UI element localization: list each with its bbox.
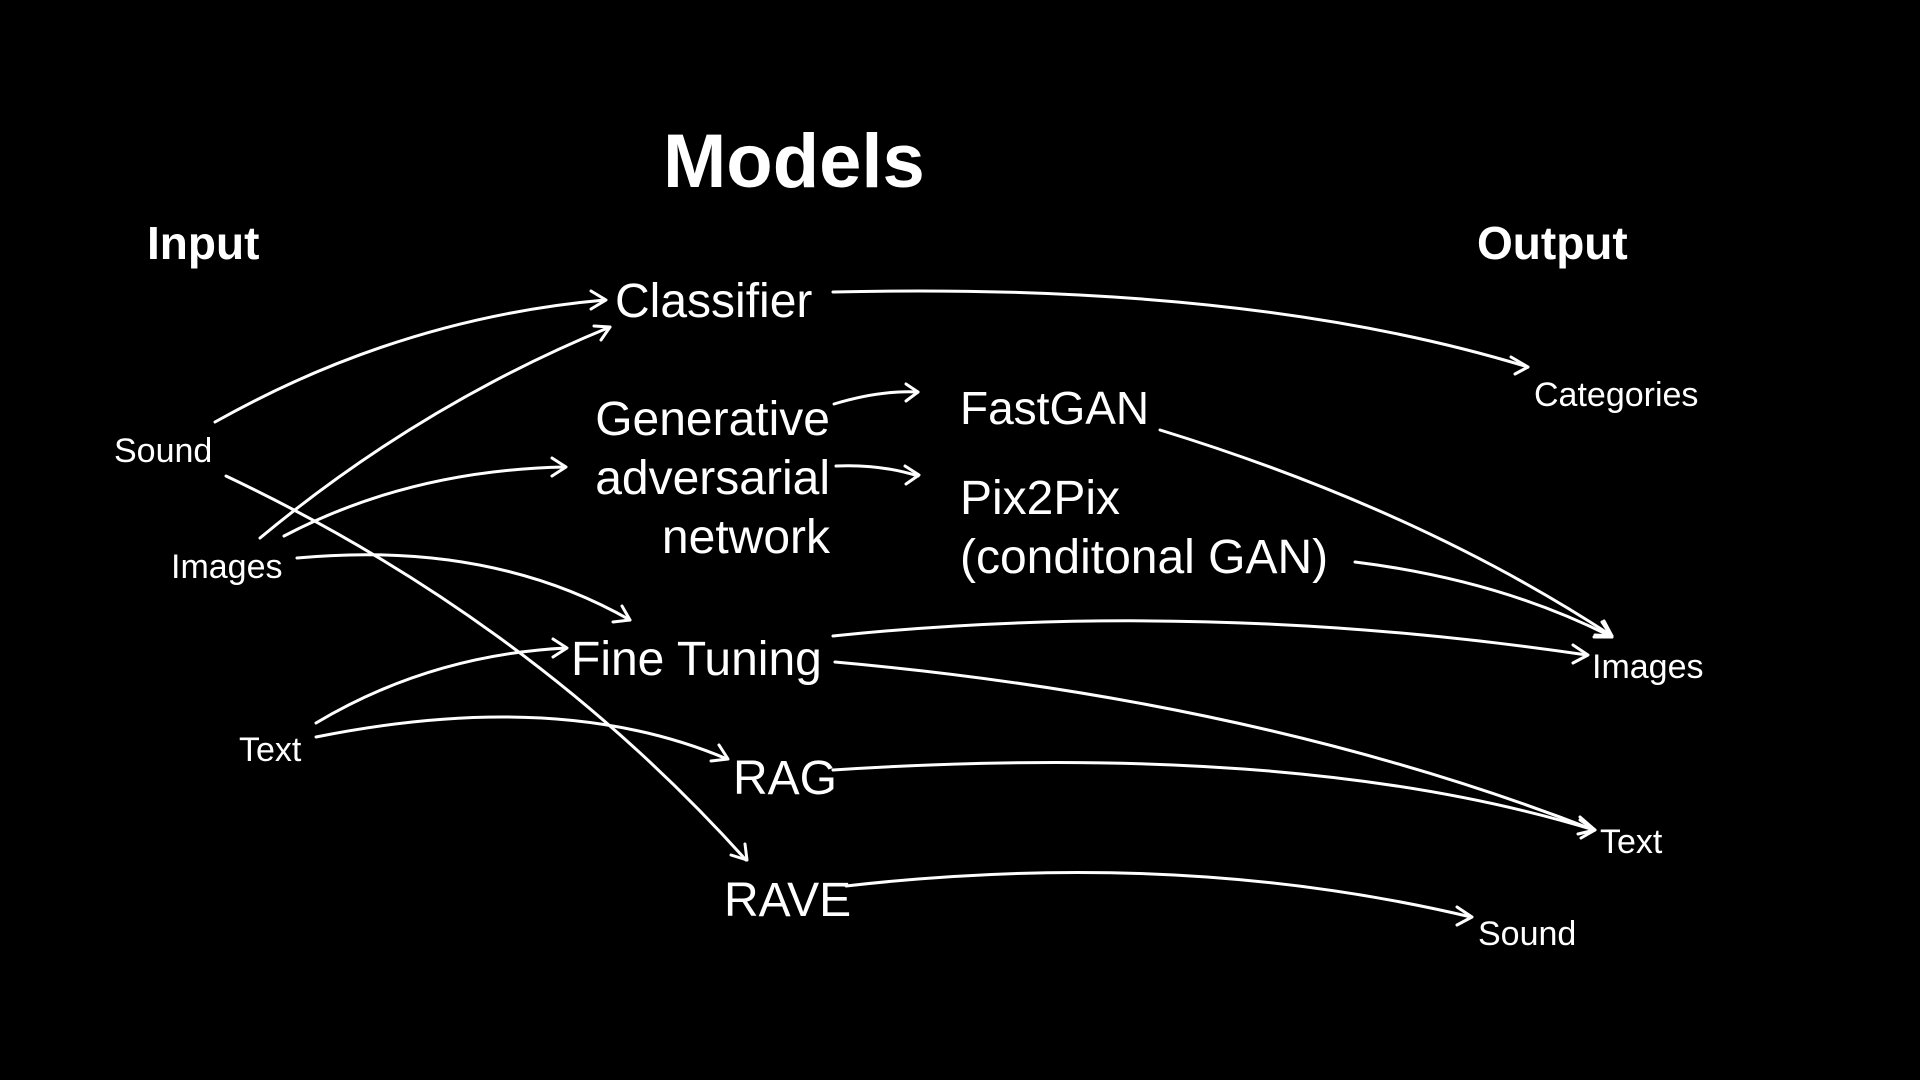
- arrow-fine-tuning-to-images: [831, 619, 1589, 657]
- model-rag: RAG: [733, 752, 838, 805]
- arrowhead-classifier-to-categories: [1509, 355, 1530, 376]
- input-images: Images: [171, 548, 283, 586]
- arrowhead-images-to-fine-tuning: [611, 604, 632, 624]
- output-images: Images: [1592, 648, 1704, 686]
- model-fine-tuning: Fine Tuning: [571, 633, 822, 686]
- arrow-fastgan-to-images: [1158, 428, 1614, 638]
- arrow-fine-tuning-to-text: [833, 660, 1596, 832]
- diagram-title: Models: [663, 119, 925, 204]
- arrowhead-sound-to-classifier: [589, 289, 608, 311]
- arrowhead-images-to-classifier: [592, 324, 612, 342]
- arrow-sound-to-rave: [224, 474, 748, 862]
- model-rave: RAVE: [724, 874, 852, 927]
- output-text: Text: [1600, 823, 1663, 861]
- arrowhead-rag-to-text: [1578, 818, 1597, 840]
- arrow-rag-to-text: [831, 761, 1596, 832]
- arrowhead-fine-tuning-to-images: [1571, 643, 1590, 665]
- arrowhead-rave-to-sound: [1455, 905, 1474, 927]
- model-classifier: Classifier: [615, 275, 813, 328]
- arrow-text-to-fine-tuning: [314, 646, 568, 725]
- arrow-classifier-to-categories: [831, 289, 1530, 369]
- arrow-images-to-fine-tuning: [295, 553, 632, 622]
- arrowhead-sound-to-rave: [729, 842, 749, 862]
- arrowhead-images-to-gan: [550, 456, 568, 478]
- arrow-images-to-gan: [282, 465, 567, 538]
- arrowhead-text-to-rag: [709, 743, 730, 763]
- gan-variant-pix2pix: Pix2Pix (conditonal GAN): [960, 472, 1329, 584]
- arrow-gan-to-pix2pix: [834, 464, 920, 478]
- arrow-gan-to-fastgan: [832, 390, 920, 406]
- arrow-rave-to-sound: [844, 871, 1473, 919]
- arrow-pix2pix-to-images: [1353, 560, 1614, 639]
- arrowhead-gan-to-fastgan: [904, 382, 920, 403]
- model-gan: Generative adversarial network: [595, 393, 830, 564]
- arrowhead-text-to-fine-tuning: [551, 637, 569, 659]
- output-heading: Output: [1477, 217, 1628, 269]
- gan-variant-fastgan: FastGAN: [960, 382, 1150, 434]
- output-sound: Sound: [1478, 915, 1577, 953]
- arrow-images-to-classifier: [258, 325, 612, 540]
- input-text: Text: [239, 731, 302, 769]
- input-sound: Sound: [114, 432, 213, 470]
- arrow-sound-to-classifier: [213, 298, 607, 424]
- output-categories: Categories: [1534, 376, 1699, 414]
- arrowhead-pix2pix-to-images: [1592, 620, 1614, 639]
- arrow-text-to-rag: [314, 715, 729, 761]
- arrowhead-gan-to-pix2pix: [903, 464, 921, 486]
- input-heading: Input: [147, 217, 260, 269]
